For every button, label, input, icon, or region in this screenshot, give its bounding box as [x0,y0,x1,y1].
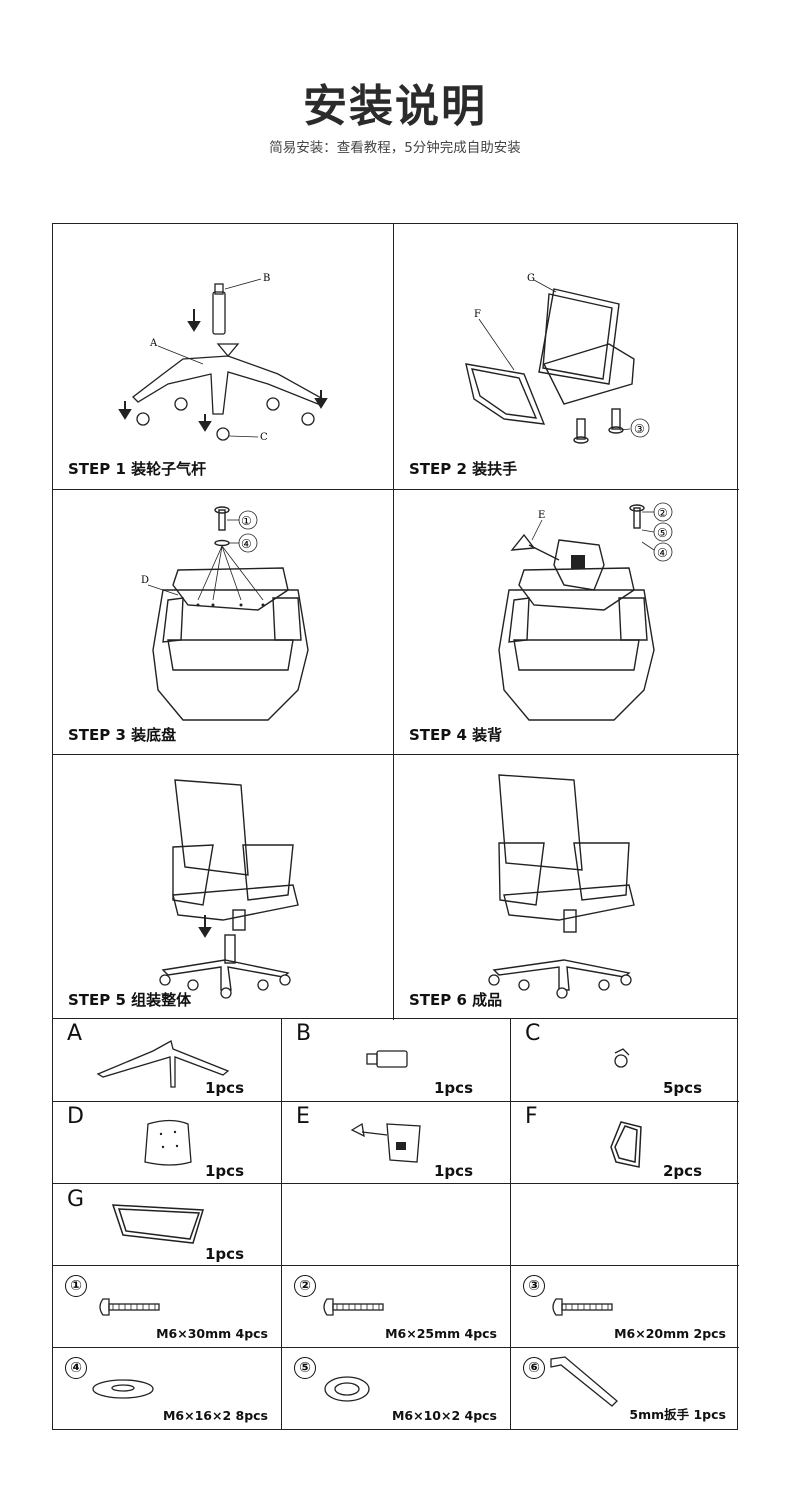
part-d: D 1pcs [53,1102,282,1184]
step-4-panel: ② ⑤ ④ E STEP 4 装背 [394,490,735,755]
callout-g: G [527,273,535,284]
callout-2: ② [657,506,668,520]
seat-plate-illustration: ① ④ D [141,506,309,721]
step-label: STEP 4 装背 [409,726,503,744]
mechanism-icon [350,1122,421,1163]
page-title: 安装说明 [303,81,487,132]
grid-divider [53,1347,739,1348]
part-letter: B [296,1021,312,1046]
step-5-panel: STEP 5 组装整体 [53,755,394,1020]
callout-3: ③ [634,422,645,436]
grid-divider [53,489,739,490]
hardware-number: ① [65,1275,87,1297]
hardware-number: ④ [65,1357,87,1379]
grid-divider [53,754,739,755]
part-letter: D [67,1104,84,1129]
grid-divider [53,1101,739,1102]
empty-cell [511,1185,740,1267]
armrest-illustration: G F ③ [465,273,650,444]
backrest-icon [111,1204,204,1244]
callout-b: B [263,273,270,284]
callout-4: ④ [241,537,252,551]
hardware-spec: M6×20mm 2pcs [614,1326,726,1341]
step-label: STEP 2 装扶手 [409,460,518,478]
page-subtitle: 简易安装：查看教程，5分钟完成自助安装 [269,140,521,156]
hardware-4: ④ M6×16×2 8pcs [53,1349,282,1431]
part-a: A 1pcs [53,1019,282,1101]
step-2-panel: G F ③ STEP 2 装扶手 [394,224,735,489]
part-qty: 1pcs [205,1162,244,1180]
part-g: G 1pcs [53,1185,282,1267]
hardware-number: ⑥ [523,1357,545,1379]
parts-grid: A 1pcs B 1pcs C 5pcs D [52,1019,740,1431]
part-qty: 1pcs [205,1079,244,1097]
hardware-6: ⑥ 5mm扳手 1pcs [511,1349,740,1431]
hardware-spec: M6×10×2 4pcs [391,1408,497,1423]
hardware-number: ③ [523,1275,545,1297]
hardware-2: ② M6×25mm 4pcs [282,1267,511,1349]
mechanism-illustration: ② ⑤ ④ E [498,502,673,721]
part-letter: A [67,1021,83,1046]
bolt-icon [99,1298,160,1316]
callout-a: A [149,338,158,349]
part-c: C 5pcs [511,1019,740,1101]
star-base-icon [96,1040,230,1088]
step-6-panel: STEP 6 成品 [394,755,735,1020]
part-letter: E [296,1104,310,1129]
part-letter: G [67,1187,85,1212]
callout-4: ④ [657,546,668,560]
callout-f: F [474,309,481,320]
grid-divider [281,1019,282,1430]
part-b: B 1pcs [282,1019,511,1101]
hardware-3: ③ M6×20mm 2pcs [511,1267,740,1349]
step-label: STEP 6 成品 [409,991,503,1009]
steps-grid: B A C STEP 1 装轮子气杆 G F [52,223,739,1020]
step-label: STEP 5 组装整体 [68,991,192,1009]
bolt-icon [323,1298,384,1316]
part-letter: F [525,1104,538,1129]
grid-divider [510,1019,511,1430]
grid-divider [393,224,394,1020]
hex-key-icon [550,1356,618,1407]
wheel-base-illustration: B A C [118,273,328,443]
callout-d: D [141,575,149,586]
caster-icon [614,1048,630,1068]
gas-lift-icon [366,1050,408,1068]
hardware-1: ① M6×30mm 4pcs [53,1267,282,1349]
part-qty: 1pcs [205,1245,244,1263]
hardware-spec: M6×25mm 4pcs [385,1326,497,1341]
hardware-spec: M6×30mm 4pcs [156,1326,268,1341]
callout-c: C [260,432,268,443]
grid-divider [53,1265,739,1266]
hardware-number: ② [294,1275,316,1297]
assembly-illustration [159,779,299,999]
hardware-number: ⑤ [294,1357,316,1379]
spring-washer-icon [324,1376,370,1402]
grid-divider [53,1183,739,1184]
callout-1: ① [241,514,252,528]
callout-5: ⑤ [657,526,668,540]
hardware-spec: M6×16×2 8pcs [162,1408,268,1423]
empty-cell [282,1185,511,1267]
step-3-panel: ① ④ D STEP 3 装底盘 [53,490,394,755]
bolt-icon [552,1298,613,1316]
part-f: F 2pcs [511,1102,740,1184]
part-qty: 1pcs [434,1162,473,1180]
hardware-spec: 5mm扳手 1pcs [629,1407,726,1422]
part-qty: 5pcs [663,1079,702,1097]
step-label: STEP 1 装轮子气杆 [68,460,207,478]
callout-e: E [538,510,545,521]
step-label: STEP 3 装底盘 [68,726,177,744]
seat-plate-icon [144,1119,192,1166]
part-letter: C [525,1021,541,1046]
step-1-panel: B A C STEP 1 装轮子气杆 [53,224,394,489]
flat-washer-icon [92,1379,154,1399]
hardware-5: ⑤ M6×10×2 4pcs [282,1349,511,1431]
finished-chair-illustration [488,774,635,999]
armrest-icon [610,1121,642,1168]
part-e: E 1pcs [282,1102,511,1184]
part-qty: 2pcs [663,1162,702,1180]
part-qty: 1pcs [434,1079,473,1097]
